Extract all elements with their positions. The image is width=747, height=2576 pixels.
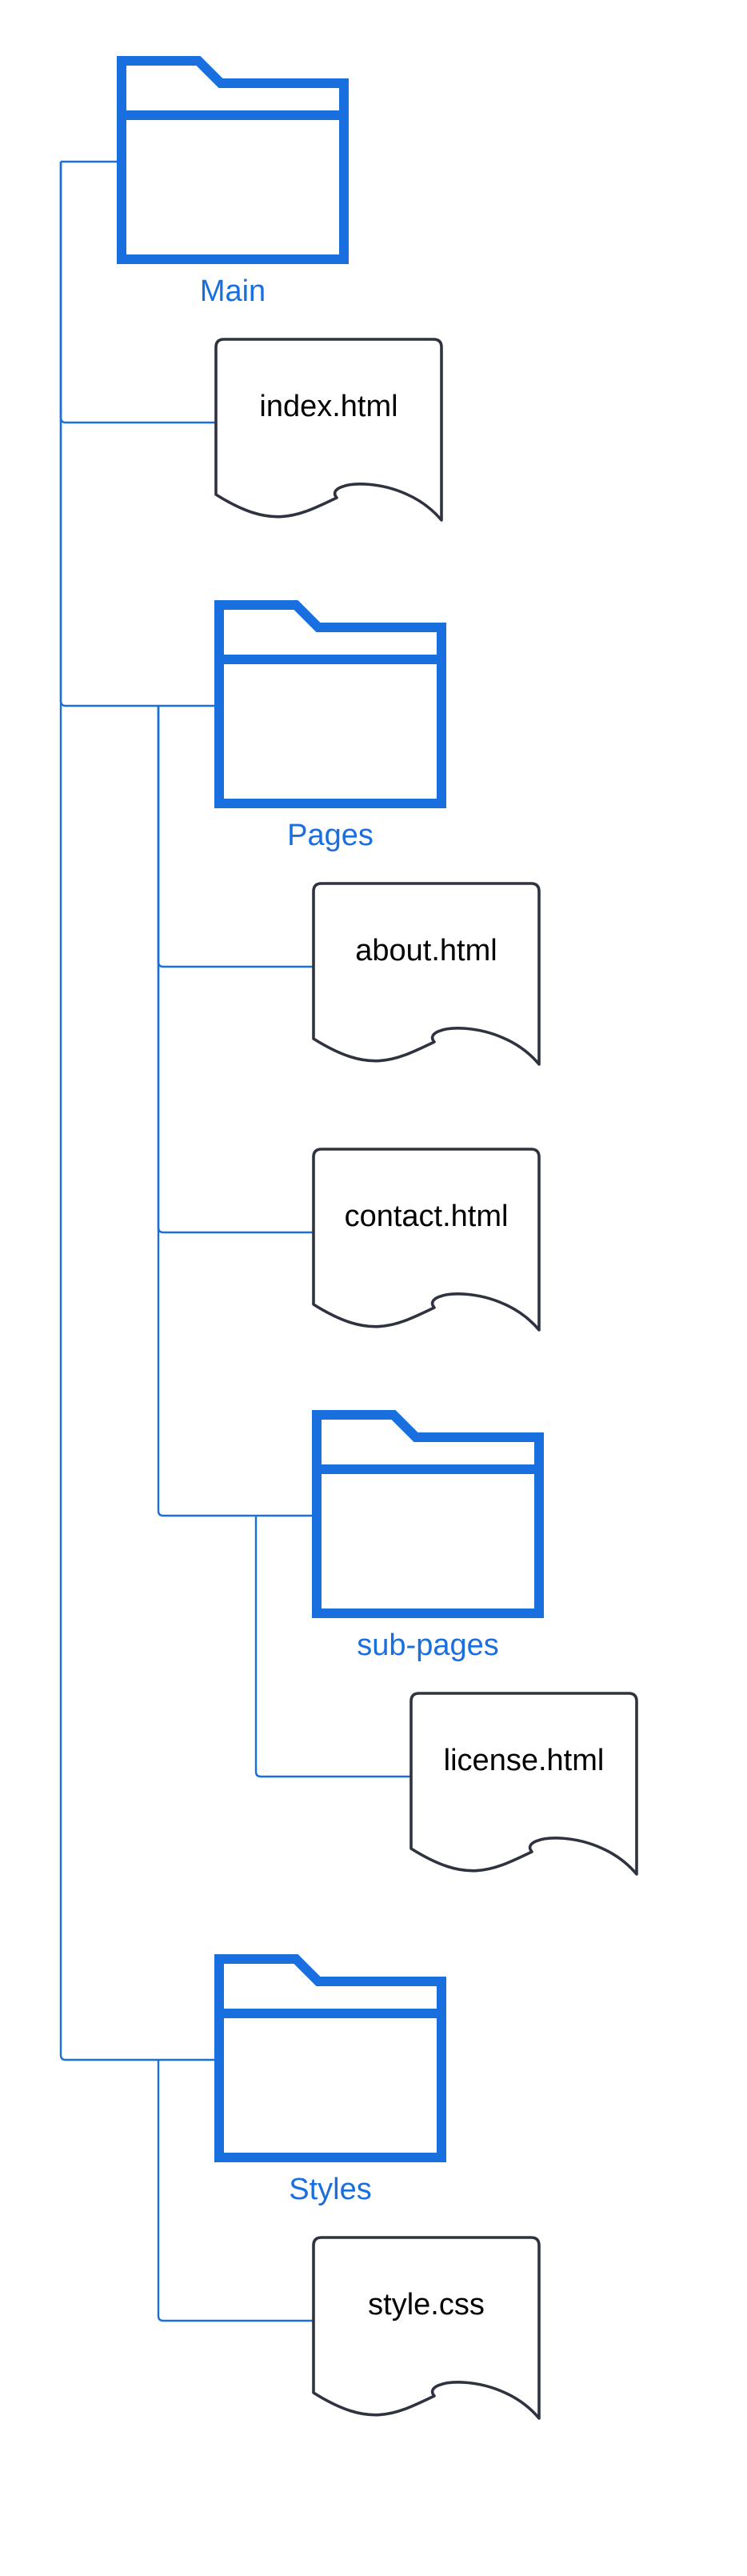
folder-icon — [214, 600, 446, 808]
folder-icon — [312, 1410, 544, 1618]
folder-pages[interactable]: Pages — [214, 600, 446, 852]
tree-connector — [157, 706, 317, 1517]
file-icon — [312, 1148, 541, 1332]
file-style-css[interactable]: style.css — [312, 2236, 541, 2420]
folder-icon — [117, 56, 349, 264]
file-label: style.css — [368, 2288, 485, 2322]
file-about-html[interactable]: about.html — [312, 882, 541, 1066]
file-index-html[interactable]: index.html — [214, 338, 443, 522]
file-label: index.html — [259, 390, 397, 423]
tree-connector — [157, 2060, 314, 2322]
folder-label: sub-pages — [357, 1629, 498, 1662]
file-label: contact.html — [345, 1200, 509, 1233]
tree-connector — [59, 162, 219, 2061]
tree-connectors — [59, 160, 411, 2322]
file-license-html[interactable]: license.html — [409, 1692, 638, 1876]
folder-label: Pages — [287, 819, 374, 852]
file-label: license.html — [444, 1744, 605, 1777]
folder-sub-pages[interactable]: sub-pages — [312, 1410, 544, 1662]
folder-icon — [214, 1954, 446, 2162]
file-icon — [312, 882, 541, 1066]
tree-connector — [254, 1516, 411, 1778]
folder-main[interactable]: Main — [117, 56, 349, 308]
file-contact-html[interactable]: contact.html — [312, 1148, 541, 1332]
folder-styles[interactable]: Styles — [214, 1954, 446, 2206]
file-icon — [214, 338, 443, 522]
file-label: about.html — [355, 934, 497, 968]
file-icon — [312, 2236, 541, 2420]
file-icon — [409, 1692, 638, 1876]
folder-label: Styles — [289, 2173, 371, 2206]
folder-label: Main — [200, 274, 266, 308]
